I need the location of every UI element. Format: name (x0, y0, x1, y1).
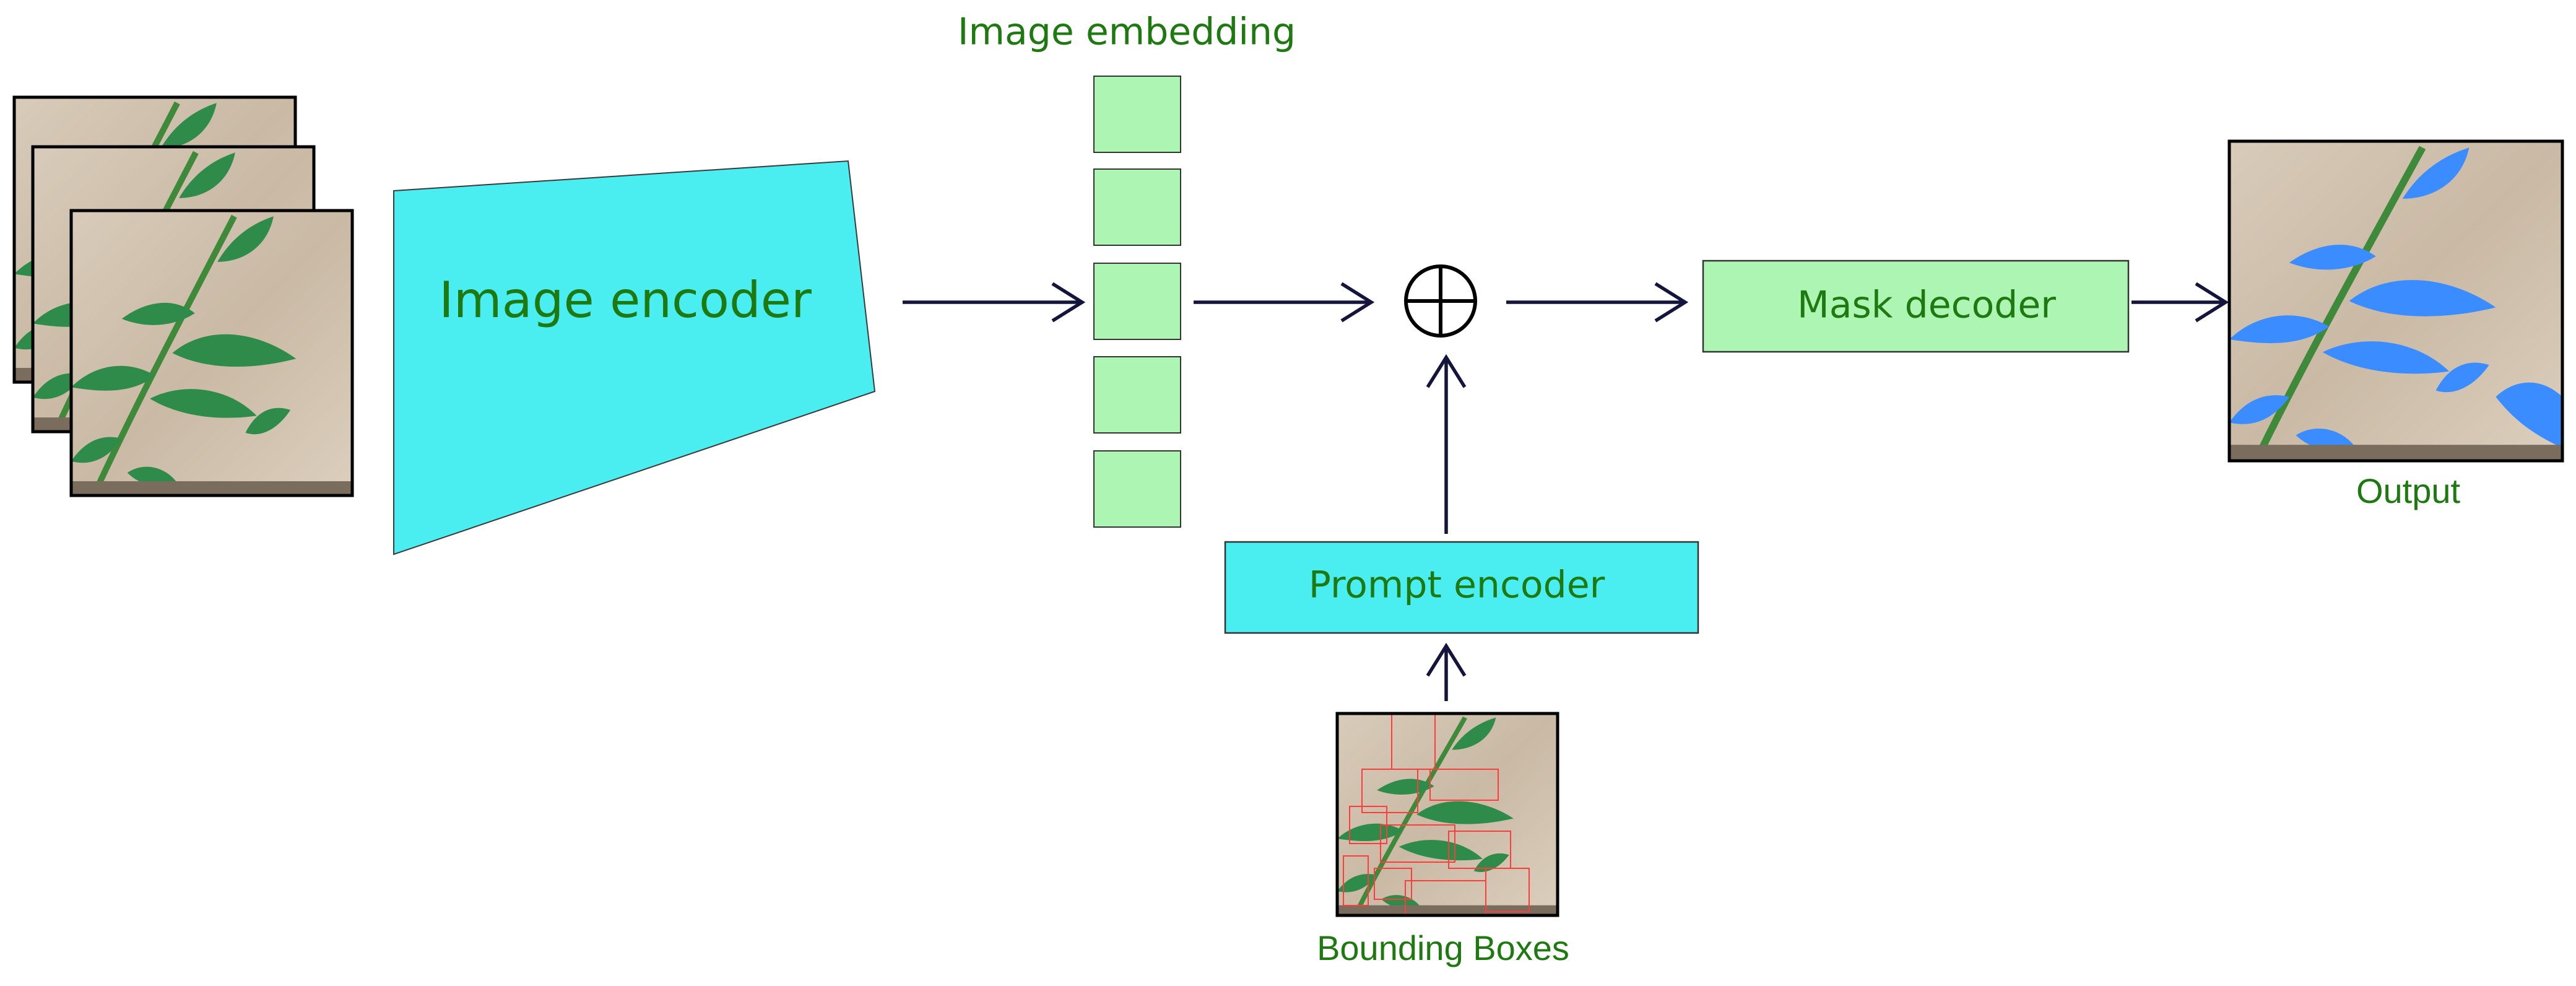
image-embedding-label: Image embedding (958, 11, 1296, 54)
input-image-stack (14, 97, 352, 495)
image-encoder-label: Image encoder (439, 271, 812, 329)
arrowhead-icon (2195, 282, 2229, 323)
arrowhead-icon (1051, 282, 1086, 323)
image-embedding-stack (1093, 76, 1181, 528)
prompt-encoder-label: Prompt encoder (1309, 564, 1605, 607)
arrowhead-icon (1426, 642, 1467, 677)
arrowhead-icon (1340, 282, 1375, 323)
bounding-box-overlays (1343, 713, 1530, 915)
input-image-front (71, 211, 352, 495)
image-encoder-block (393, 160, 876, 556)
prompt-encoder-block (1224, 541, 1699, 634)
bounding-boxes-image (1337, 713, 1558, 915)
arrowhead-icon (1426, 354, 1467, 388)
arrowhead-icon (1654, 282, 1689, 323)
circled-plus-icon (1404, 264, 1477, 338)
output-label: Output (2356, 471, 2461, 510)
output-mask-image (2229, 141, 2562, 461)
embedding-token (1093, 76, 1181, 153)
embedding-token (1093, 168, 1181, 246)
mask-decoder-block (1702, 260, 2130, 353)
mask-decoder-label: Mask decoder (1797, 284, 2056, 327)
embedding-token (1093, 263, 1181, 340)
embedding-token (1093, 450, 1181, 528)
bounding-boxes-label: Bounding Boxes (1317, 928, 1569, 967)
embedding-token (1093, 356, 1181, 434)
